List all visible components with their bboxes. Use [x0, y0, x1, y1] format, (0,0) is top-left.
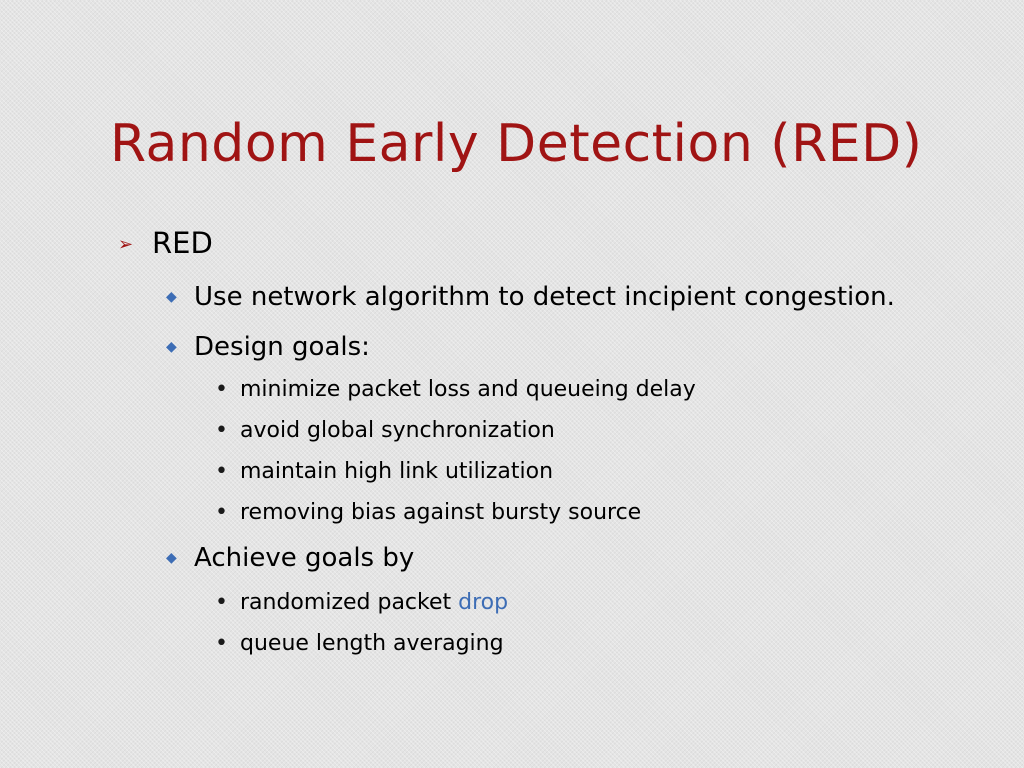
sub-bullet-text: randomized packet: [240, 590, 459, 615]
bullet-item-red: ➢ RED: [118, 226, 213, 262]
bullet-text: Achieve goals by: [194, 543, 415, 573]
sub-bullet-item: • randomized packet drop: [215, 590, 508, 616]
sub-bullet-text: avoid global synchronization: [240, 418, 555, 443]
slide-title: Random Early Detection (RED): [110, 114, 923, 174]
dot-bullet-icon: •: [215, 500, 228, 525]
dot-bullet-icon: •: [215, 590, 228, 615]
dot-bullet-icon: •: [215, 459, 228, 484]
sub-bullet-item: • avoid global synchronization: [215, 418, 555, 444]
diamond-bullet-icon: ◆: [166, 289, 177, 305]
bullet-text: Design goals:: [194, 332, 370, 362]
sub-bullet-item: • queue length averaging: [215, 631, 504, 657]
sub-bullet-item: • maintain high link utilization: [215, 459, 553, 485]
arrow-bullet-icon: ➢: [118, 234, 134, 255]
dot-bullet-icon: •: [215, 418, 228, 443]
diamond-bullet-icon: ◆: [166, 550, 177, 566]
bullet-text: RED: [152, 226, 213, 260]
bullet-item-use-network: ◆ Use network algorithm to detect incipie…: [166, 282, 895, 312]
sub-bullet-text: maintain high link utilization: [240, 459, 554, 484]
bullet-item-design-goals: ◆ Design goals:: [166, 332, 370, 362]
sub-bullet-text: removing bias against bursty source: [240, 500, 642, 525]
dot-bullet-icon: •: [215, 377, 228, 402]
highlighted-word: drop: [458, 590, 509, 615]
sub-bullet-item: • minimize packet loss and queueing delay: [215, 377, 696, 403]
sub-bullet-item: • removing bias against bursty source: [215, 500, 641, 526]
bullet-text: Use network algorithm to detect incipien…: [194, 282, 895, 312]
diamond-bullet-icon: ◆: [166, 339, 177, 355]
sub-bullet-text: minimize packet loss and queueing delay: [240, 377, 696, 402]
dot-bullet-icon: •: [215, 631, 228, 656]
bullet-item-achieve-goals: ◆ Achieve goals by: [166, 543, 414, 573]
sub-bullet-text: queue length averaging: [240, 631, 504, 656]
